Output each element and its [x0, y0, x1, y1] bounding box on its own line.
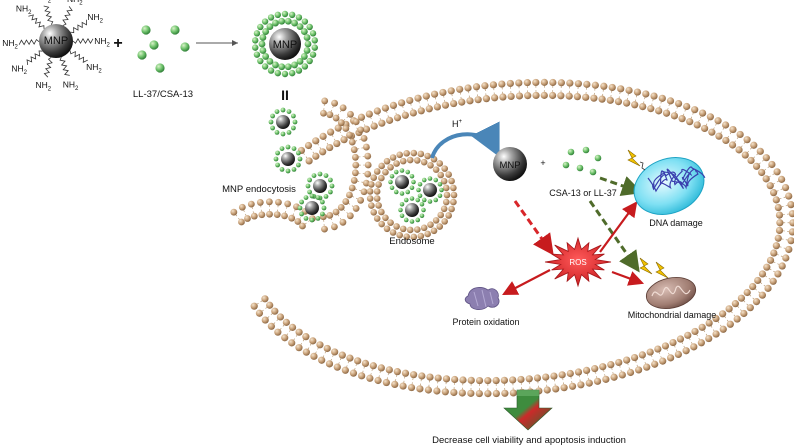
amine-group-label: NH2	[16, 3, 32, 16]
peptide-coated-mnp	[252, 10, 318, 78]
ros-burst	[544, 236, 612, 288]
protein-icon	[464, 287, 500, 310]
released-peptides	[562, 146, 602, 176]
ros-to-mito-arrow	[611, 270, 645, 286]
dna-nucleus	[633, 157, 706, 215]
ros-to-protein-arrow	[502, 269, 551, 296]
endosome	[366, 149, 458, 241]
amine-group-label: NH2	[87, 12, 103, 25]
amine-group-label: NH2	[11, 64, 27, 77]
endocytosis-label: MNP endocytosis	[222, 184, 296, 195]
released-mnp-label: MNP	[499, 160, 520, 171]
equivalence-sign: II	[281, 87, 289, 103]
peptide-to-dna-arrow	[599, 176, 643, 196]
amine-group-label: NH2	[36, 80, 52, 93]
amine-group-label: NH2	[63, 80, 79, 93]
mnp-to-ros-arrow	[513, 200, 554, 256]
outcome-arrow	[503, 389, 553, 431]
outcome-label: Decrease cell viability and apoptosis in…	[432, 435, 626, 446]
protein-oxidation-label: Protein oxidation	[452, 317, 519, 327]
amine-group-label: NH2	[67, 0, 83, 7]
mitochondrial-damage-label: Mitochondrial damage	[628, 310, 717, 320]
released-mnp	[493, 147, 527, 181]
amine-group-label: NH2	[2, 38, 18, 51]
mnp-label: MNP	[44, 35, 68, 47]
lightning-icon	[627, 149, 646, 171]
amine-group-label: NH2	[86, 62, 102, 75]
endocytosed-mnp-particles	[268, 107, 335, 223]
dna-damage-label: DNA damage	[649, 218, 703, 228]
amine-group-label: NH2	[94, 36, 110, 49]
peptide-to-mito-arrow	[588, 200, 640, 273]
peptide-label: LL-37/CSA-13	[133, 89, 193, 100]
ros-to-dna-arrow	[599, 201, 638, 253]
proton-label: H+	[452, 119, 463, 129]
plus-sign: +	[113, 35, 122, 52]
amine-group-label: NH2	[36, 0, 52, 4]
proton-arrow	[430, 121, 500, 159]
amine-functionalized-mnp: NH2NH2NH2NH2NH2NH2NH2NH2NH2NH2	[2, 0, 110, 93]
coated-mnp-label: MNP	[273, 39, 297, 51]
released-peptide-label: CSA-13 or LL-37	[549, 188, 617, 198]
lightning-icon	[639, 257, 669, 279]
endosome-label: Endosome	[389, 236, 434, 247]
release-plus-sign: +	[540, 158, 545, 168]
cell-membrane	[230, 78, 794, 398]
free-peptide-particles	[137, 25, 190, 73]
ros-label: ROS	[569, 258, 586, 267]
mitochondrion	[645, 277, 697, 309]
